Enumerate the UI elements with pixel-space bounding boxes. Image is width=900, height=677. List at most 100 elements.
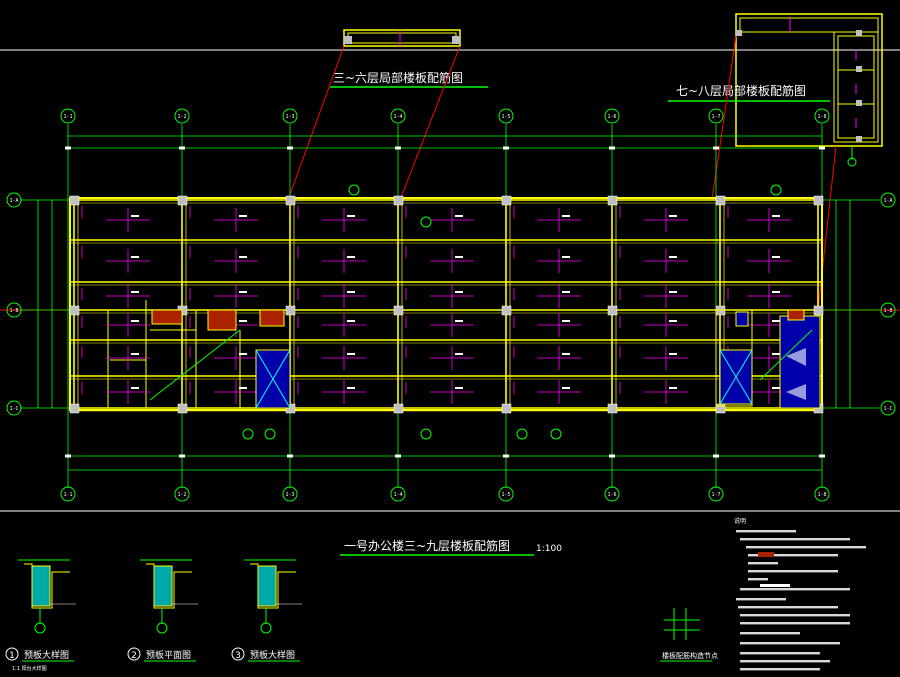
rebar-label [347,353,355,355]
column [285,305,296,316]
notes-text-line [740,652,820,655]
dimension-tick [503,454,509,458]
rebar-label [562,353,570,355]
hatched-openings [151,309,805,331]
section-outline [250,563,296,609]
notes-text-line [736,598,786,601]
rebar-label [669,320,677,322]
stair-left [255,349,291,409]
column [177,195,188,206]
axis-bubbles-left: 1-A1-B1-C [6,192,22,416]
rebar-label [455,256,463,258]
axis-bubble-top-label: 1-1 [63,114,72,120]
column [69,305,80,316]
section-number: 2 [131,651,137,661]
rebar-label [772,387,780,389]
rebar-label [772,291,780,293]
dimension-tick [819,146,825,150]
axis-bubble-bottom-label: 1-3 [285,492,294,498]
column [501,305,512,316]
notes-text-line [740,588,850,591]
axis-bubble-left [6,400,22,416]
column [393,305,404,316]
axis-bubble-top [708,108,724,124]
column [285,195,296,206]
axis-bubble-right [880,192,896,208]
axis-bubble-top-label: 1-5 [501,114,510,120]
axis-bubble-bottom-label: 1-2 [177,492,186,498]
notes-detail-sketch [664,608,700,640]
rebar-label [239,256,247,258]
notes-text-line [746,546,866,549]
rebar-label [455,291,463,293]
rebar-label [239,215,247,217]
column [501,403,512,414]
notes-text-line [748,578,768,581]
section-beam [153,565,173,607]
axis-bubble-top [174,108,190,124]
rebar-label [455,215,463,217]
column [607,403,618,414]
column [177,403,188,414]
axis-bubble-right [880,400,896,416]
rebar-label [455,387,463,389]
axis-bubble-left [6,302,22,318]
axis-bubble-bottom-label: 1-5 [501,492,510,498]
section-subtitle: 1:1 阳台大样图 [12,665,47,672]
axis-bubble-top [604,108,620,124]
axis-bubble-top [282,108,298,124]
dimension-tick [179,454,185,458]
main-title: 一号办公楼三~九层楼板配筋图 [344,538,510,553]
axis-bubble-bottom [708,486,724,502]
axis-bubble-bottom-label: 1-6 [607,492,616,498]
section-outline [24,563,70,609]
axis-bubble-top-label: 1-2 [177,114,186,120]
detail-callout [550,428,562,440]
notes-text-line [748,570,838,573]
rebar-label [239,291,247,293]
column [69,195,80,206]
axis-bubble-bottom [60,486,76,502]
rebar-label [131,256,139,258]
column [607,195,618,206]
axis-bubble-top [390,108,406,124]
rebar-label [562,291,570,293]
axis-bubble-right-label: 1-C [883,406,892,412]
rebar-label [455,353,463,355]
rebar-label [772,320,780,322]
rebar-label [239,320,247,322]
rebar-label [131,215,139,217]
section-number-circle [5,647,19,661]
section-beam [257,565,277,607]
dimension-tick [395,454,401,458]
main-scale: 1:100 [536,544,562,554]
column [813,305,824,316]
axis-bubble-top [814,108,830,124]
dimension-tick [503,146,509,150]
column [393,195,404,206]
dimension-tick [65,146,71,150]
axis-bubble-top [498,108,514,124]
stair-right [715,309,821,409]
column [813,195,824,206]
diagonal-leaders [149,329,813,401]
rebar-label [669,215,677,217]
axis-bubble-right-label: 1-B [883,308,892,314]
section-title: 预板大样图 [24,649,69,661]
floor-plan [69,195,824,414]
dimension-tick [287,146,293,150]
rebar-label [347,320,355,322]
axis-bubble-bottom [174,486,190,502]
rebar-label [239,387,247,389]
axis-bubble-bottom [498,486,514,502]
dimension-tick [819,454,825,458]
section-axis-bubble [156,622,168,634]
notes-text-line [740,642,840,645]
detail-callout [516,428,528,440]
notes-text-line [738,606,838,609]
axis-bubble-bottom [282,486,298,502]
axis-bubble-top-label: 1-3 [285,114,294,120]
axis-bubble-bottom-label: 1-4 [393,492,402,498]
